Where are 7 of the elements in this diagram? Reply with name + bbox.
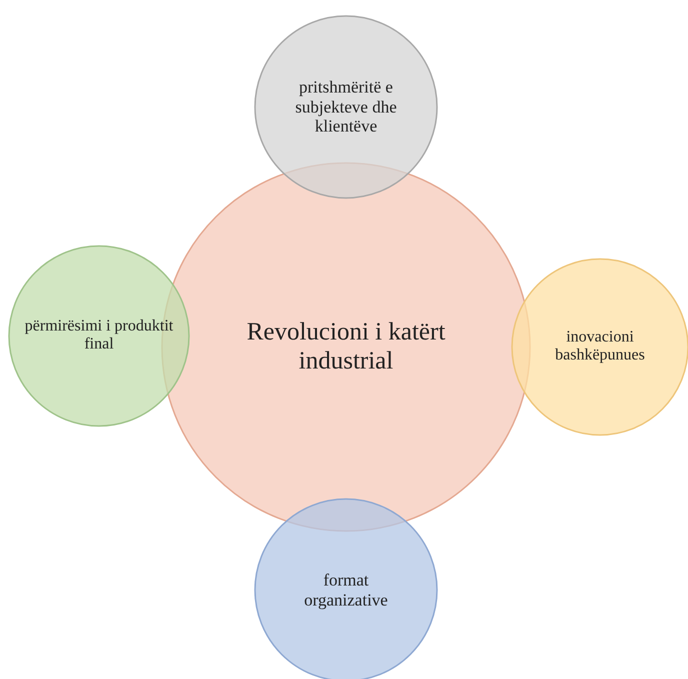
node-label: inovacioni bashkëpunues [554, 328, 646, 366]
circle-node [8, 245, 190, 427]
node-label: pritshmëritë e subjekteve dhe klientëve [294, 78, 398, 136]
circle-node [254, 15, 438, 199]
node-label: format organizative [303, 570, 389, 610]
node-label: Revolucioni i katërt industrial [246, 318, 446, 376]
node-label: përmirësimi i produktit final [24, 318, 174, 354]
